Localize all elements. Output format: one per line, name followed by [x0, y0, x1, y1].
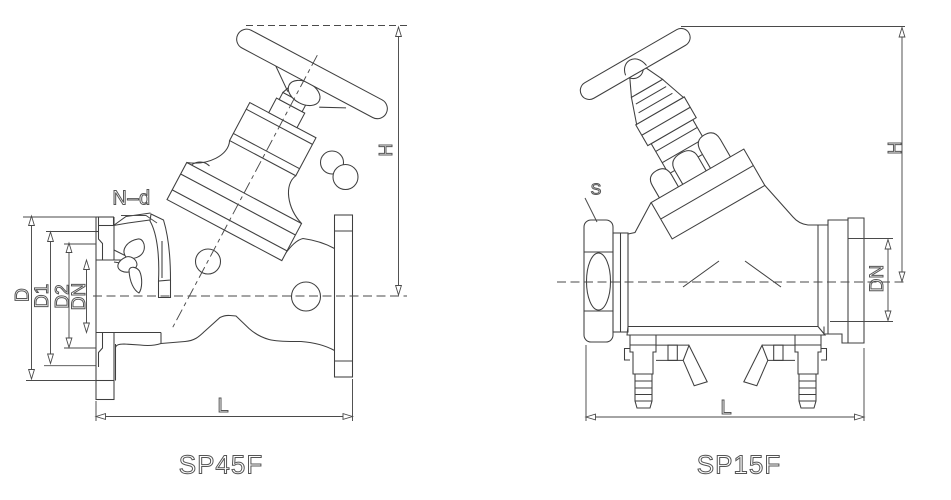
svg-text:N–d: N–d [112, 188, 150, 210]
svg-text:L: L [720, 397, 731, 419]
svg-text:H: H [885, 142, 905, 155]
svg-text:H: H [376, 144, 396, 157]
svg-text:DN: DN [69, 283, 90, 310]
svg-text:L: L [217, 395, 228, 417]
svg-text:D: D [12, 288, 33, 302]
svg-text:D1: D1 [32, 284, 53, 308]
svg-text:SP15F: SP15F [697, 449, 782, 479]
svg-text:D2: D2 [52, 284, 73, 308]
svg-text:S: S [591, 181, 602, 198]
svg-text:SP45F: SP45F [179, 449, 264, 479]
svg-text:DN: DN [867, 265, 888, 292]
